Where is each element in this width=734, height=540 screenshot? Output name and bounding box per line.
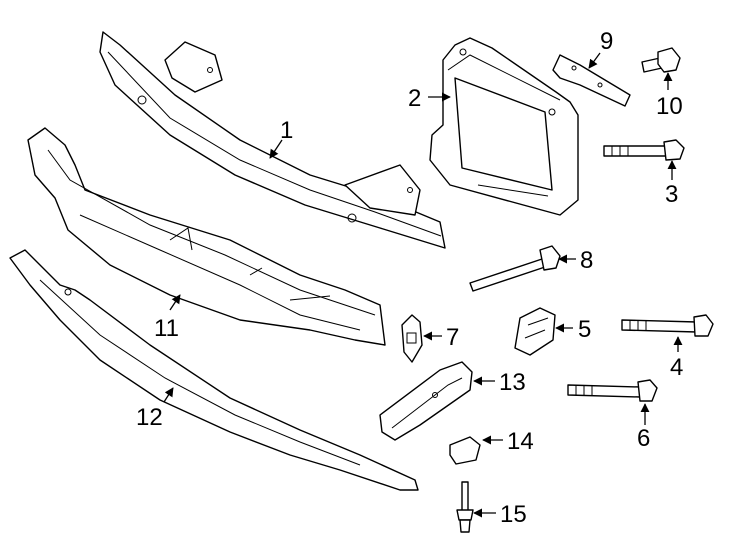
callout-13: 13 [499,369,526,396]
callout-12: 12 [136,404,163,431]
callout-5: 5 [578,316,591,343]
callout-15: 15 [500,501,527,528]
callouts: 1 2 3 4 5 6 7 8 9 10 11 12 13 14 15 [136,28,683,528]
leader-11 [169,294,181,311]
leader-1 [269,139,283,159]
part-15-rivet [456,481,474,533]
callout-3: 3 [665,181,678,208]
part-5-bracket [514,307,556,356]
leader-9 [588,52,601,69]
callout-8: 8 [580,247,593,274]
part-4-bolt [621,314,714,337]
part-12-deflector [9,249,419,491]
part-3-bolt [603,139,685,161]
leader-12 [163,387,174,403]
callout-11: 11 [154,315,179,342]
part-9-bracket [552,54,631,107]
leader-lines [163,52,683,518]
part-1-impact-bar [99,31,446,249]
part-10-bolt [641,47,681,73]
callout-6: 6 [637,425,650,452]
callout-10: 10 [656,93,683,120]
part-2-frame [429,37,579,216]
part-8-bolt [469,245,561,292]
callout-9: 9 [600,28,613,55]
part-13-bracket [379,361,473,441]
callout-14: 14 [507,428,534,455]
part-14-clip [449,436,481,465]
callout-4: 4 [670,354,683,381]
callout-2: 2 [408,85,421,112]
callout-7: 7 [446,324,459,351]
callout-1: 1 [280,117,293,144]
part-11-absorber [27,127,386,346]
part-7-clip [401,314,423,363]
part-6-bolt [567,379,658,402]
